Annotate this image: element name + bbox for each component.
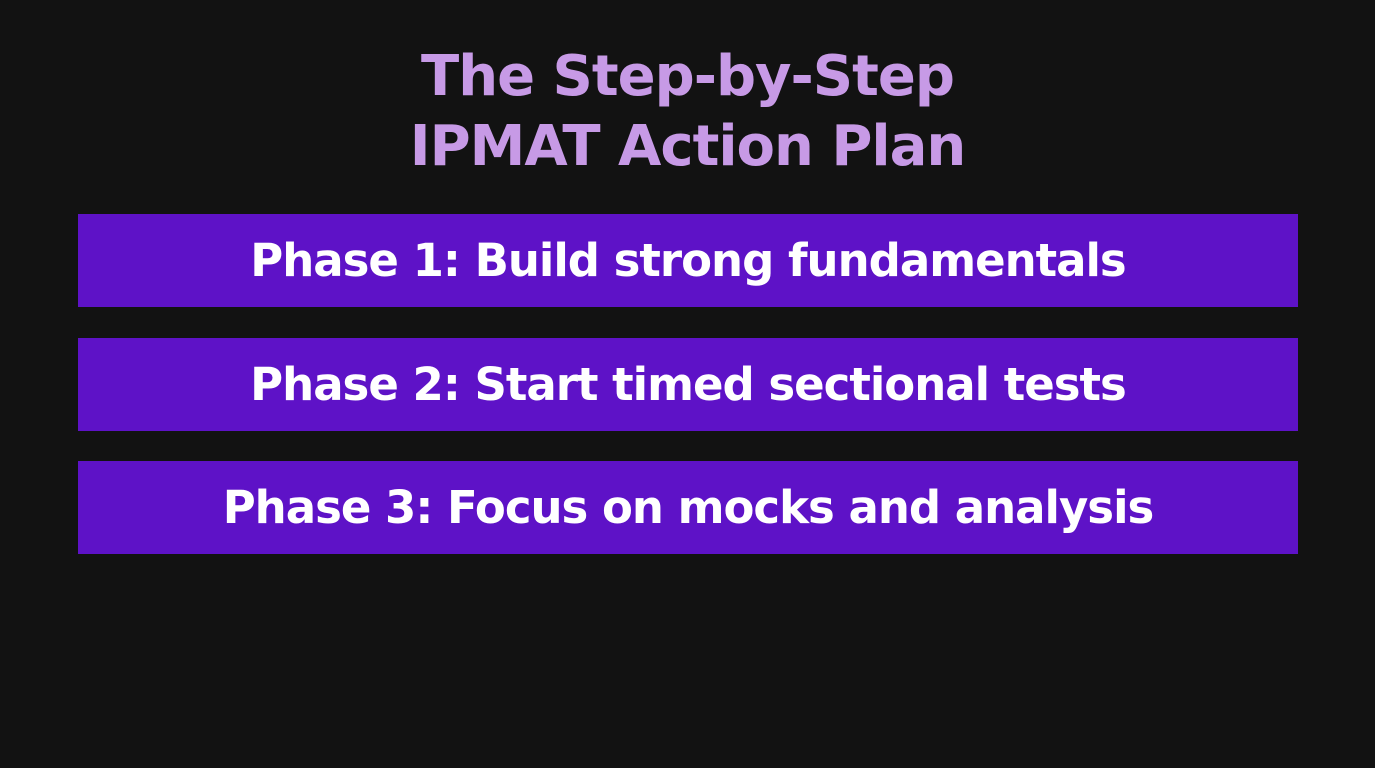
phase-1-box: Phase 1: Build strong fundamentals xyxy=(78,214,1298,307)
phase-3-label: Phase 3: Focus on mocks and analysis xyxy=(222,481,1155,534)
phase-3-box: Phase 3: Focus on mocks and analysis xyxy=(78,461,1298,554)
phase-2-label: Phase 2: Start timed sectional tests xyxy=(250,358,1127,411)
slide-title: The Step-by-Step IPMAT Action Plan xyxy=(0,42,1375,182)
title-line-1: The Step-by-Step xyxy=(421,44,955,109)
phase-2-box: Phase 2: Start timed sectional tests xyxy=(78,338,1298,431)
title-line-2: IPMAT Action Plan xyxy=(409,114,967,179)
phase-1-label: Phase 1: Build strong fundamentals xyxy=(250,234,1126,287)
